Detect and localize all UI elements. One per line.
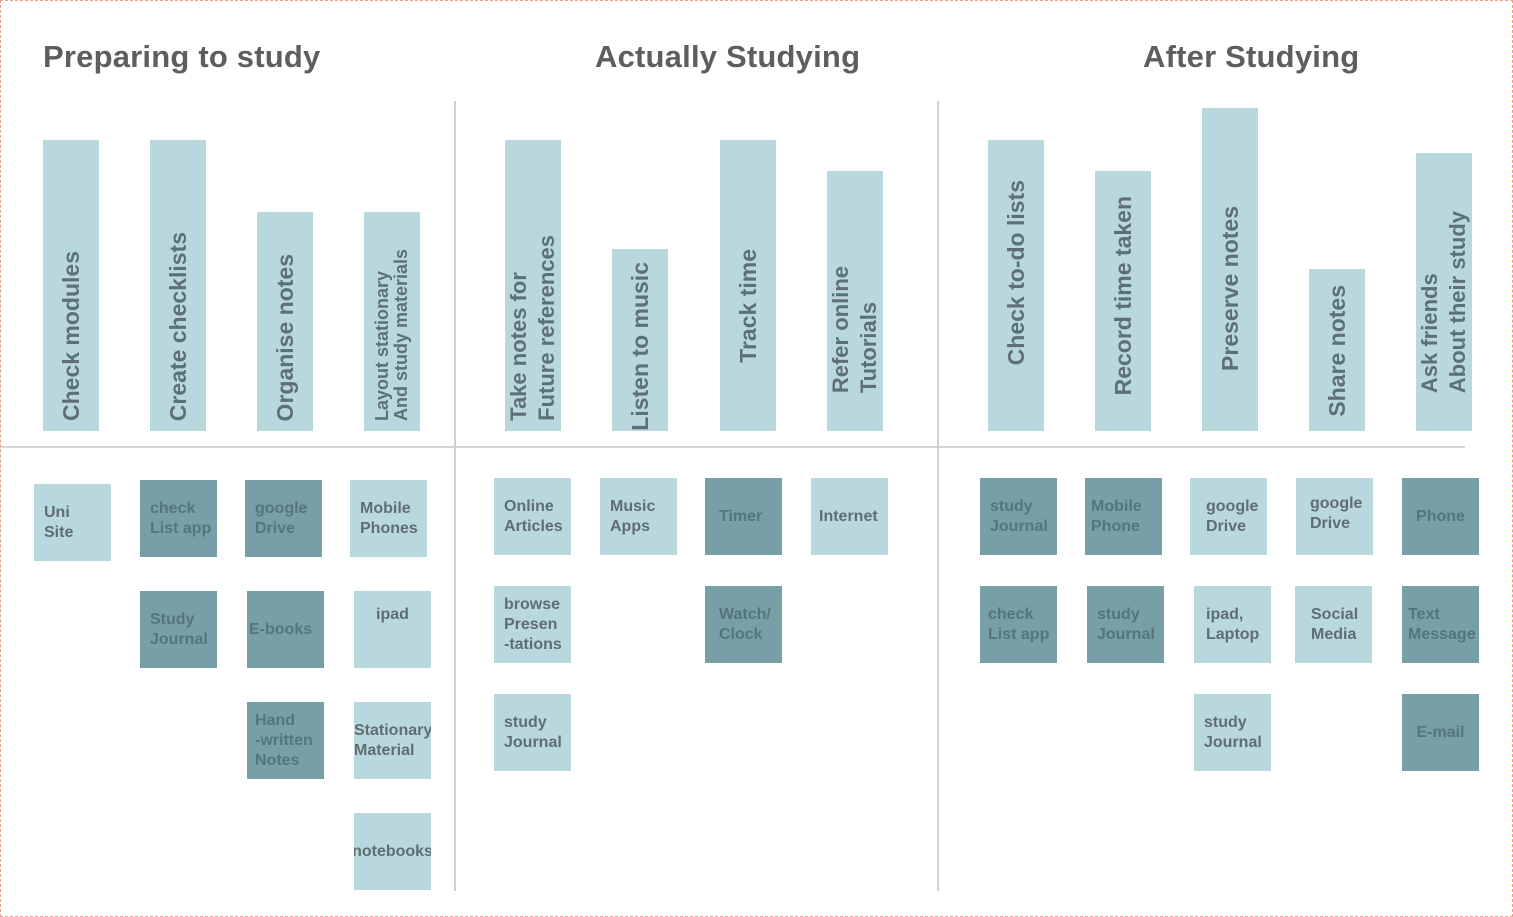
tool-card: Online Articles — [494, 478, 571, 555]
activity-label: Preserve notes — [1217, 206, 1243, 371]
tool-card: Mobile Phone — [1085, 478, 1162, 555]
tool-card: Watch/ Clock — [705, 586, 782, 663]
activity-label: Ask friends About their study — [1417, 210, 1470, 393]
tool-card: google Drive — [245, 480, 322, 557]
tool-card: Mobile Phones — [350, 480, 427, 557]
activity-label: Check modules — [58, 251, 84, 421]
activity-label: Take notes for Future references — [506, 235, 559, 421]
tool-card: Internet — [811, 478, 888, 555]
activity-label: Layout stationary And study materials — [372, 248, 411, 421]
phase-title-preparing: Preparing to study — [43, 39, 321, 74]
activity-label: Check to-do lists — [1003, 179, 1029, 365]
tool-card: notebooks — [354, 813, 431, 890]
tool-card: check List app — [980, 586, 1057, 663]
activity-bar: Ask friends About their study — [1416, 153, 1472, 431]
activity-bar: Share notes — [1309, 269, 1365, 431]
tool-card: Study Journal — [140, 591, 217, 668]
activity-bar: Check modules — [43, 140, 99, 431]
tool-card: Phone — [1402, 478, 1479, 555]
tool-card: study Journal — [494, 694, 571, 771]
activity-bar: Track time — [720, 140, 776, 431]
vertical-divider-1 — [454, 101, 456, 891]
tool-card: E-mail — [1402, 694, 1479, 771]
activity-label: Record time taken — [1110, 195, 1136, 395]
activity-label: Create checklists — [165, 231, 191, 421]
tool-card: google Drive — [1296, 478, 1373, 555]
tool-card: Text Message — [1402, 586, 1479, 663]
activity-bar: Organise notes — [257, 212, 313, 431]
activity-bar: Layout stationary And study materials — [364, 212, 420, 431]
tool-card: study Journal — [1194, 694, 1271, 771]
activity-bar: Refer online Tutorials — [827, 171, 883, 431]
horizontal-divider — [1, 446, 1465, 448]
activity-label: Track time — [735, 249, 761, 363]
tool-card: study Journal — [1087, 586, 1164, 663]
activity-label: Refer online Tutorials — [828, 265, 881, 393]
activity-bar: Create checklists — [150, 140, 206, 431]
activity-label: Listen to music — [627, 262, 653, 431]
activity-bar: Check to-do lists — [988, 140, 1044, 431]
tool-card: Timer — [705, 478, 782, 555]
activity-label: Share notes — [1324, 285, 1350, 417]
tool-card: Stationary Material — [354, 702, 431, 779]
activity-bar: Take notes for Future references — [505, 140, 561, 431]
tool-card: ipad, Laptop — [1194, 586, 1271, 663]
tool-card: study Journal — [980, 478, 1057, 555]
activity-bar: Listen to music — [612, 249, 668, 431]
tool-card: check List app — [140, 480, 217, 557]
tool-card: Hand -written Notes — [247, 702, 324, 779]
activity-bar: Preserve notes — [1202, 108, 1258, 431]
tool-card: ipad — [354, 591, 431, 668]
tool-card: Uni Site — [34, 484, 111, 561]
tool-card: google Drive — [1190, 478, 1267, 555]
tool-card: Social Media — [1295, 586, 1372, 663]
phase-title-studying: Actually Studying — [595, 39, 861, 74]
phase-title-after: After Studying — [1143, 39, 1360, 74]
vertical-divider-2 — [937, 101, 939, 891]
tool-card: browse Presen -tations — [494, 586, 571, 663]
activity-bar: Record time taken — [1095, 171, 1151, 431]
tool-card: Music Apps — [600, 478, 677, 555]
activity-label: Organise notes — [272, 253, 298, 421]
tool-card: E-books — [247, 591, 324, 668]
